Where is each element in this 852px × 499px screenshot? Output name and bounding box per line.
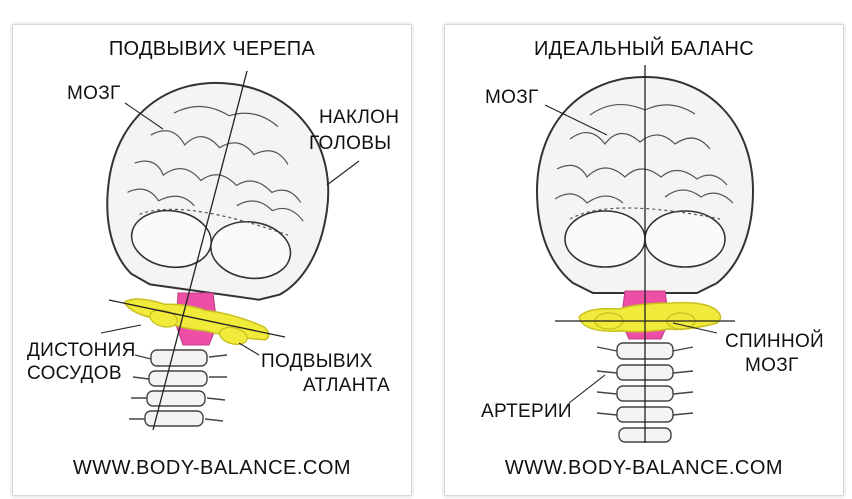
atlas-line [108,299,286,338]
label-atlas-subluxation-2: АТЛАНТА [303,375,390,396]
atlas-vertebra [578,301,722,333]
label-arteries: АРТЕРИИ [481,401,572,422]
label-brain: МОЗГ [485,87,539,108]
label-dystonia-1: ДИСТОНИЯ [27,340,136,361]
leader-lines [100,102,360,356]
label-head-tilt-1: НАКЛОН [319,107,400,128]
cervical-spine [129,349,228,427]
leader-lines [544,104,718,404]
brain-gyri [554,104,734,220]
brain-gyri [127,105,304,236]
skull-balanced-illustration [535,65,755,443]
diagram-title: ИДЕАЛЬНЫЙ БАЛАНС [534,38,754,60]
label-head-tilt-2: ГОЛОВЫ [309,133,392,154]
atlas-vertebra [123,298,270,346]
label-dystonia-2: СОСУДОВ [27,363,122,384]
axis-line [152,70,248,431]
skull [106,81,330,301]
label-atlas-subluxation-1: ПОДВЫВИХ [261,351,373,372]
skull-tilted-illustration [100,70,360,431]
label-spinal-cord-1: СПИННОЙ [725,331,825,352]
website-url: WWW.BODY-BALANCE.COM [72,457,352,479]
website-url: WWW.BODY-BALANCE.COM [504,457,784,479]
label-brain: МОЗГ [67,83,121,104]
label-spinal-cord-2: МОЗГ [745,355,799,376]
diagram-title: ПОДВЫВИХ ЧЕРЕПА [108,38,316,60]
panel-skull-subluxation: ПОДВЫВИХ ЧЕРЕПА МОЗГ НАКЛОН ГОЛОВЫ ДИСТО… [12,24,412,496]
panel-ideal-balance: ИДЕАЛЬНЫЙ БАЛАНС МОЗГ СПИННОЙ МОЗГ АРТЕР… [444,24,844,496]
